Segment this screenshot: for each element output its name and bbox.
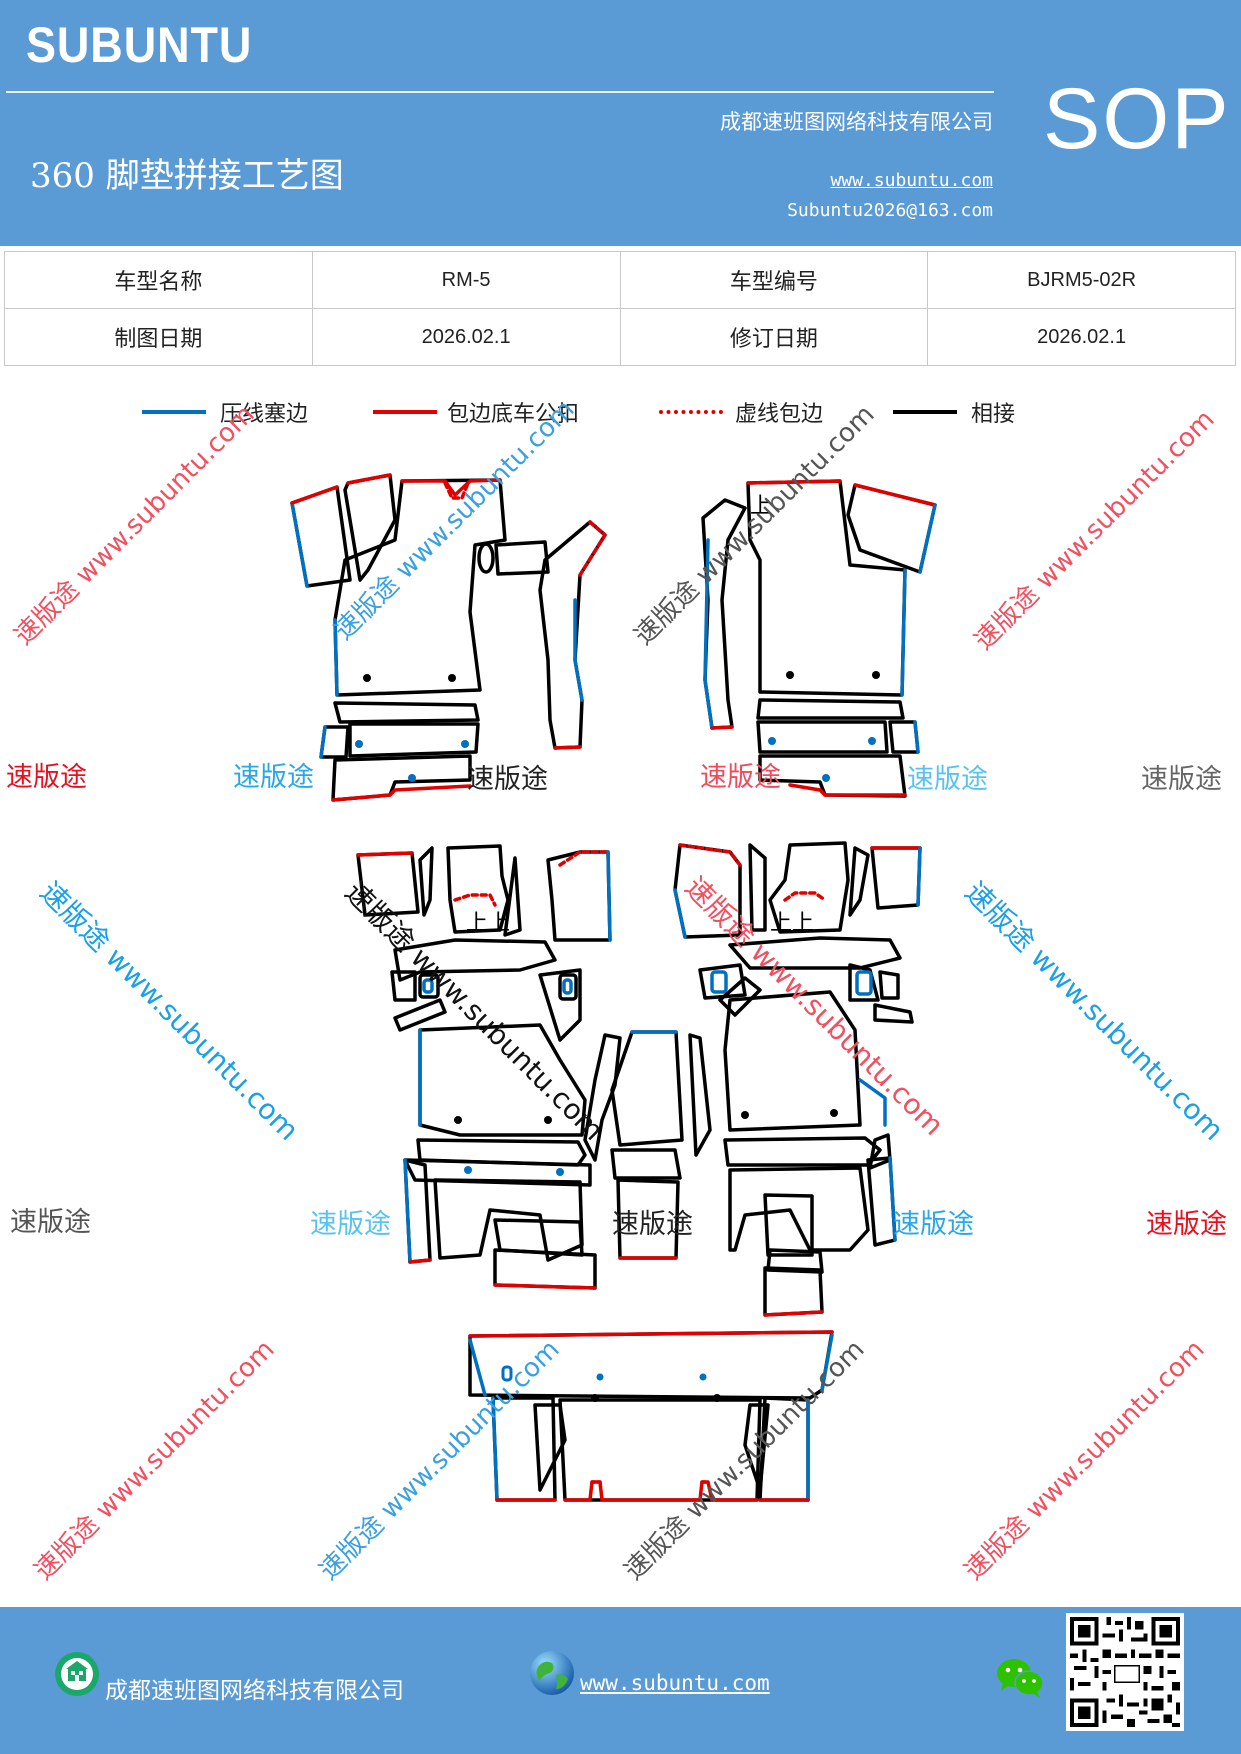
mat-piece [746,479,907,697]
mat-piece [433,1178,584,1262]
footer-company: 成都速班图网络科技有限公司 [105,1678,404,1704]
header-divider [6,91,994,93]
table-row: 制图日期 2026.02.1 修订日期 2026.02.1 [4,308,1236,366]
mat-piece [290,485,352,588]
mat-piece [546,850,612,942]
draw-date-label: 制图日期 [4,308,313,366]
mat-piece [616,1178,680,1260]
header-email[interactable]: Subuntu2026@163.com [787,200,993,221]
mat-group-cargo [468,1330,834,1502]
legend-swatch-blue [142,410,206,414]
mat-piece [768,841,850,934]
legend-item: 虚线包边 [659,396,859,436]
mat-group-front-right [701,479,937,798]
page-title: 360 脚垫拼接工艺图 [30,156,344,196]
mat-piece [728,936,902,970]
globe-icon [530,1651,574,1695]
mat-piece [763,1266,824,1317]
mat-piece [493,1248,597,1290]
legend-label: 相接 [971,402,1016,427]
mat-piece [610,1030,684,1147]
wechat-icon [997,1659,1044,1698]
mat-group-front-left [290,473,607,802]
building-icon [55,1652,99,1696]
qr-code-image [1066,1613,1184,1731]
legend-label: 包边底车公扣 [447,402,580,427]
legend-label: 虚线包边 [735,402,824,427]
mat-piece [333,478,507,697]
mat-piece [348,722,480,758]
mat-piece [356,851,420,917]
sop-badge: SOP [1043,71,1231,167]
mat-piece [343,473,397,582]
table-row: 车型名称 RM-5 车型编号 BJRM5-02R [4,251,1236,309]
mat-piece [758,754,907,798]
legend-item: 相接 [893,396,1043,436]
vehicle-info-table: 车型名称 RM-5 车型编号 BJRM5-02R 制图日期 2026.02.1 … [4,251,1236,366]
revise-date-label: 修订日期 [619,308,929,366]
legend-swatch-red-dashed [659,410,723,414]
mat-piece [538,520,607,750]
footer-banner: 成都速班图网络科技有限公司 www.subuntu.com [0,1607,1241,1754]
model-name-label: 车型名称 [4,251,313,309]
revise-date-value: 2026.02.1 [927,308,1236,366]
mat-piece [393,938,557,982]
mat-piece [870,846,922,910]
legend-item: 包边底车公扣 [373,396,623,436]
mat-piece [468,1330,834,1400]
mat-piece [333,701,480,724]
model-code-value: BJRM5-02R [927,251,1236,309]
footer-website-link[interactable]: www.subuntu.com [580,1671,770,1695]
mat-piece [723,990,862,1132]
mat-piece [728,1166,870,1252]
mat-piece [418,1023,587,1137]
mat-piece [494,540,550,576]
mat-piece [673,843,742,939]
header-company: 成都速班图网络科技有限公司 [720,110,993,134]
mat-piece [723,1136,882,1167]
mat-piece [756,720,889,754]
draw-date-value: 2026.02.1 [311,308,621,366]
mat-group-middle-tunnel [583,1030,712,1260]
mat-piece [756,698,905,720]
mat-piece [403,1158,592,1187]
mat-piece [491,1396,557,1502]
model-name-value: RM-5 [311,251,621,309]
model-code-label: 车型编号 [619,251,929,309]
header-banner: SUBUNTU 成都速班图网络科技有限公司 360 脚垫拼接工艺图 www.su… [0,0,1241,246]
qr-code[interactable] [1066,1613,1184,1731]
legend-swatch-black [893,410,957,414]
mat-piece [701,498,747,730]
legend-item: 压线塞边 [142,396,372,436]
mat-piece [610,1148,682,1180]
legend-swatch-red [373,410,437,414]
mat-group-middle-left [356,844,612,1290]
brand-logo: SUBUNTU [26,17,253,73]
legend-label: 压线塞边 [220,402,309,427]
mat-piece [416,1138,587,1167]
mat-group-middle-right [673,841,922,1317]
mat-piece [446,844,510,934]
header-website-link[interactable]: www.subuntu.com [830,170,993,191]
mat-piece [331,754,472,802]
